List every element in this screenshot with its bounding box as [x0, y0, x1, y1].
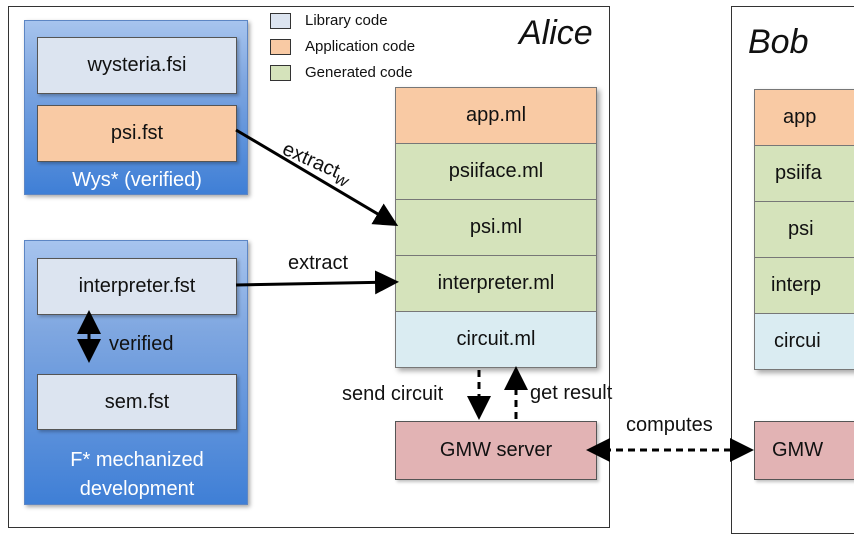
bob-interp-label: interp: [771, 274, 822, 296]
bob-circuit-label: circui: [774, 330, 821, 352]
legend-swatch-library: [270, 13, 291, 29]
extract-arrow: [235, 270, 399, 295]
bob-app-label: app: [783, 106, 817, 128]
extract-label: extract: [288, 252, 349, 274]
bob-app-box: app: [754, 89, 854, 146]
verified-label: verified: [109, 333, 174, 355]
interpreter-ml-box: interpreter.ml: [395, 255, 597, 312]
legend-label-generated: Generated code: [305, 64, 413, 81]
legend-label-library: Library code: [305, 12, 388, 29]
wysteria-fsi-box: wysteria.fsi: [37, 37, 237, 94]
bob-interp-box: interp: [754, 257, 854, 314]
gmw-server-box: GMW server: [395, 421, 597, 480]
sem-fst-box: sem.fst: [37, 374, 237, 430]
extract-w-arrow: [235, 128, 399, 227]
legend-swatch-application: [270, 39, 291, 55]
wys-caption: Wys* (verified): [72, 169, 202, 191]
bob-gmw-box: GMW: [754, 421, 854, 480]
computes-label: computes: [626, 414, 713, 436]
fstar-panel: interpreter.fst verified sem.fst F* mech…: [24, 240, 248, 505]
bob-title: Bob: [748, 23, 809, 61]
circuit-ml-box: circuit.ml: [395, 311, 597, 368]
fstar-caption-line-1: F* mechanized: [70, 449, 204, 471]
get-result-label: get result: [530, 382, 613, 404]
send-circuit-label: send circuit: [342, 383, 444, 405]
app-ml-box: app.ml: [395, 87, 597, 144]
fstar-caption-line-2: development: [79, 478, 195, 500]
legend-label-application: Application code: [305, 38, 416, 55]
psiiface-ml-box: psiiface.ml: [395, 143, 597, 200]
psi-fst-box: psi.fst: [37, 105, 237, 162]
legend-swatch-generated: [270, 65, 291, 81]
wys-panel: wysteria.fsi psi.fst Wys* (verified): [24, 20, 248, 195]
bob-psi-label: psi: [788, 218, 814, 240]
bob-psiiface-label: psiifa: [775, 162, 822, 184]
alice-title: Alice: [519, 14, 593, 52]
interpreter-fst-box: interpreter.fst: [37, 258, 237, 315]
bob-psiiface-box: psiifa: [754, 145, 854, 202]
bob-circuit-box: circui: [754, 313, 854, 370]
bob-gmw-label: GMW: [772, 439, 824, 461]
bob-code-stack: app psiifa psi interp circui: [754, 89, 854, 370]
alice-code-stack: app.ml psiiface.ml psi.ml interpreter.ml…: [395, 87, 597, 368]
